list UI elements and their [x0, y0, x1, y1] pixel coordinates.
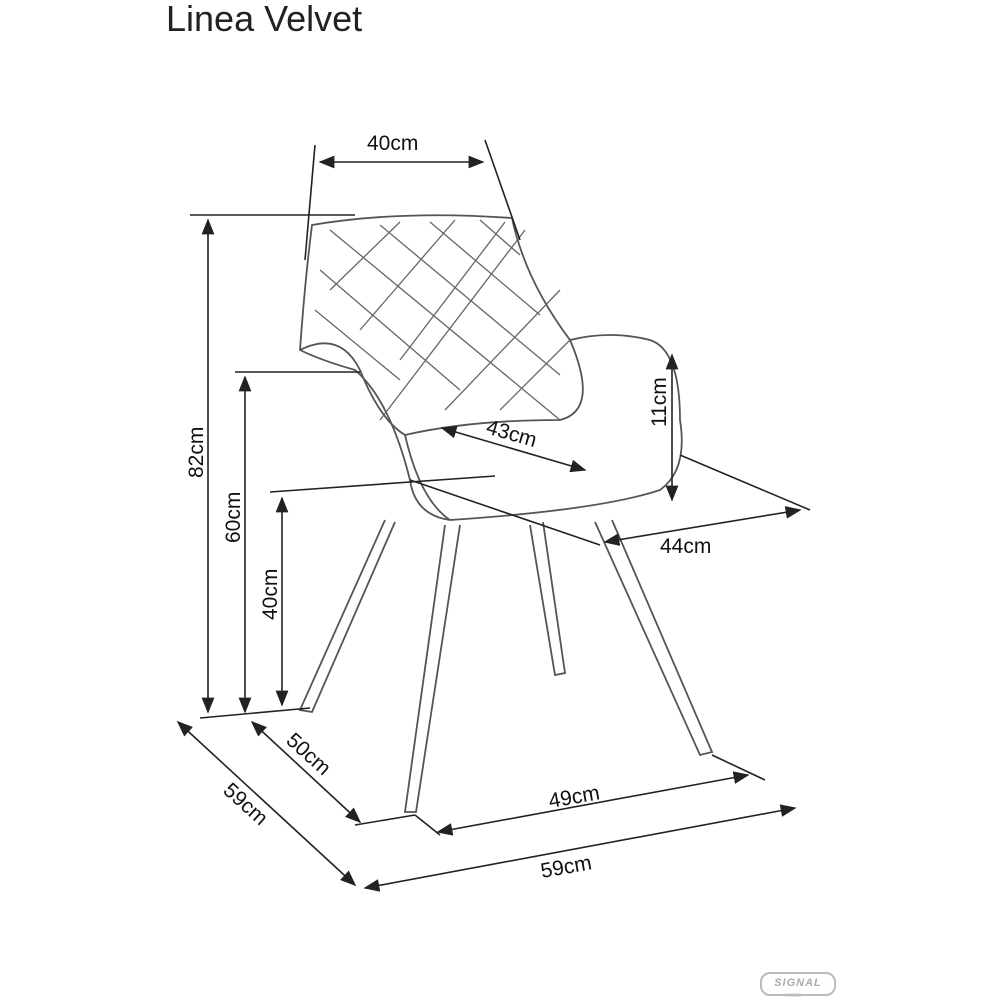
label-total-width: 59cm: [539, 851, 594, 883]
label-armrest-height: 60cm: [222, 492, 245, 543]
label-armrest-above-seat: 11cm: [648, 377, 671, 427]
label-seat-height: 40cm: [259, 569, 282, 620]
label-backrest-width: 40cm: [367, 132, 418, 155]
label-seat-width: 44cm: [660, 535, 711, 558]
label-total-depth: 59cm: [219, 779, 273, 830]
signal-logo: SIGNAL: [760, 972, 836, 996]
product-title: Linea Velvet: [166, 0, 363, 39]
label-leg-width: 49cm: [547, 781, 602, 813]
dimension-lines: [176, 139, 811, 892]
chair-outline: [298, 214, 714, 813]
label-total-height: 82cm: [185, 427, 208, 478]
signal-logo-sub: meble: [785, 993, 802, 999]
label-leg-depth: 50cm: [282, 729, 336, 780]
